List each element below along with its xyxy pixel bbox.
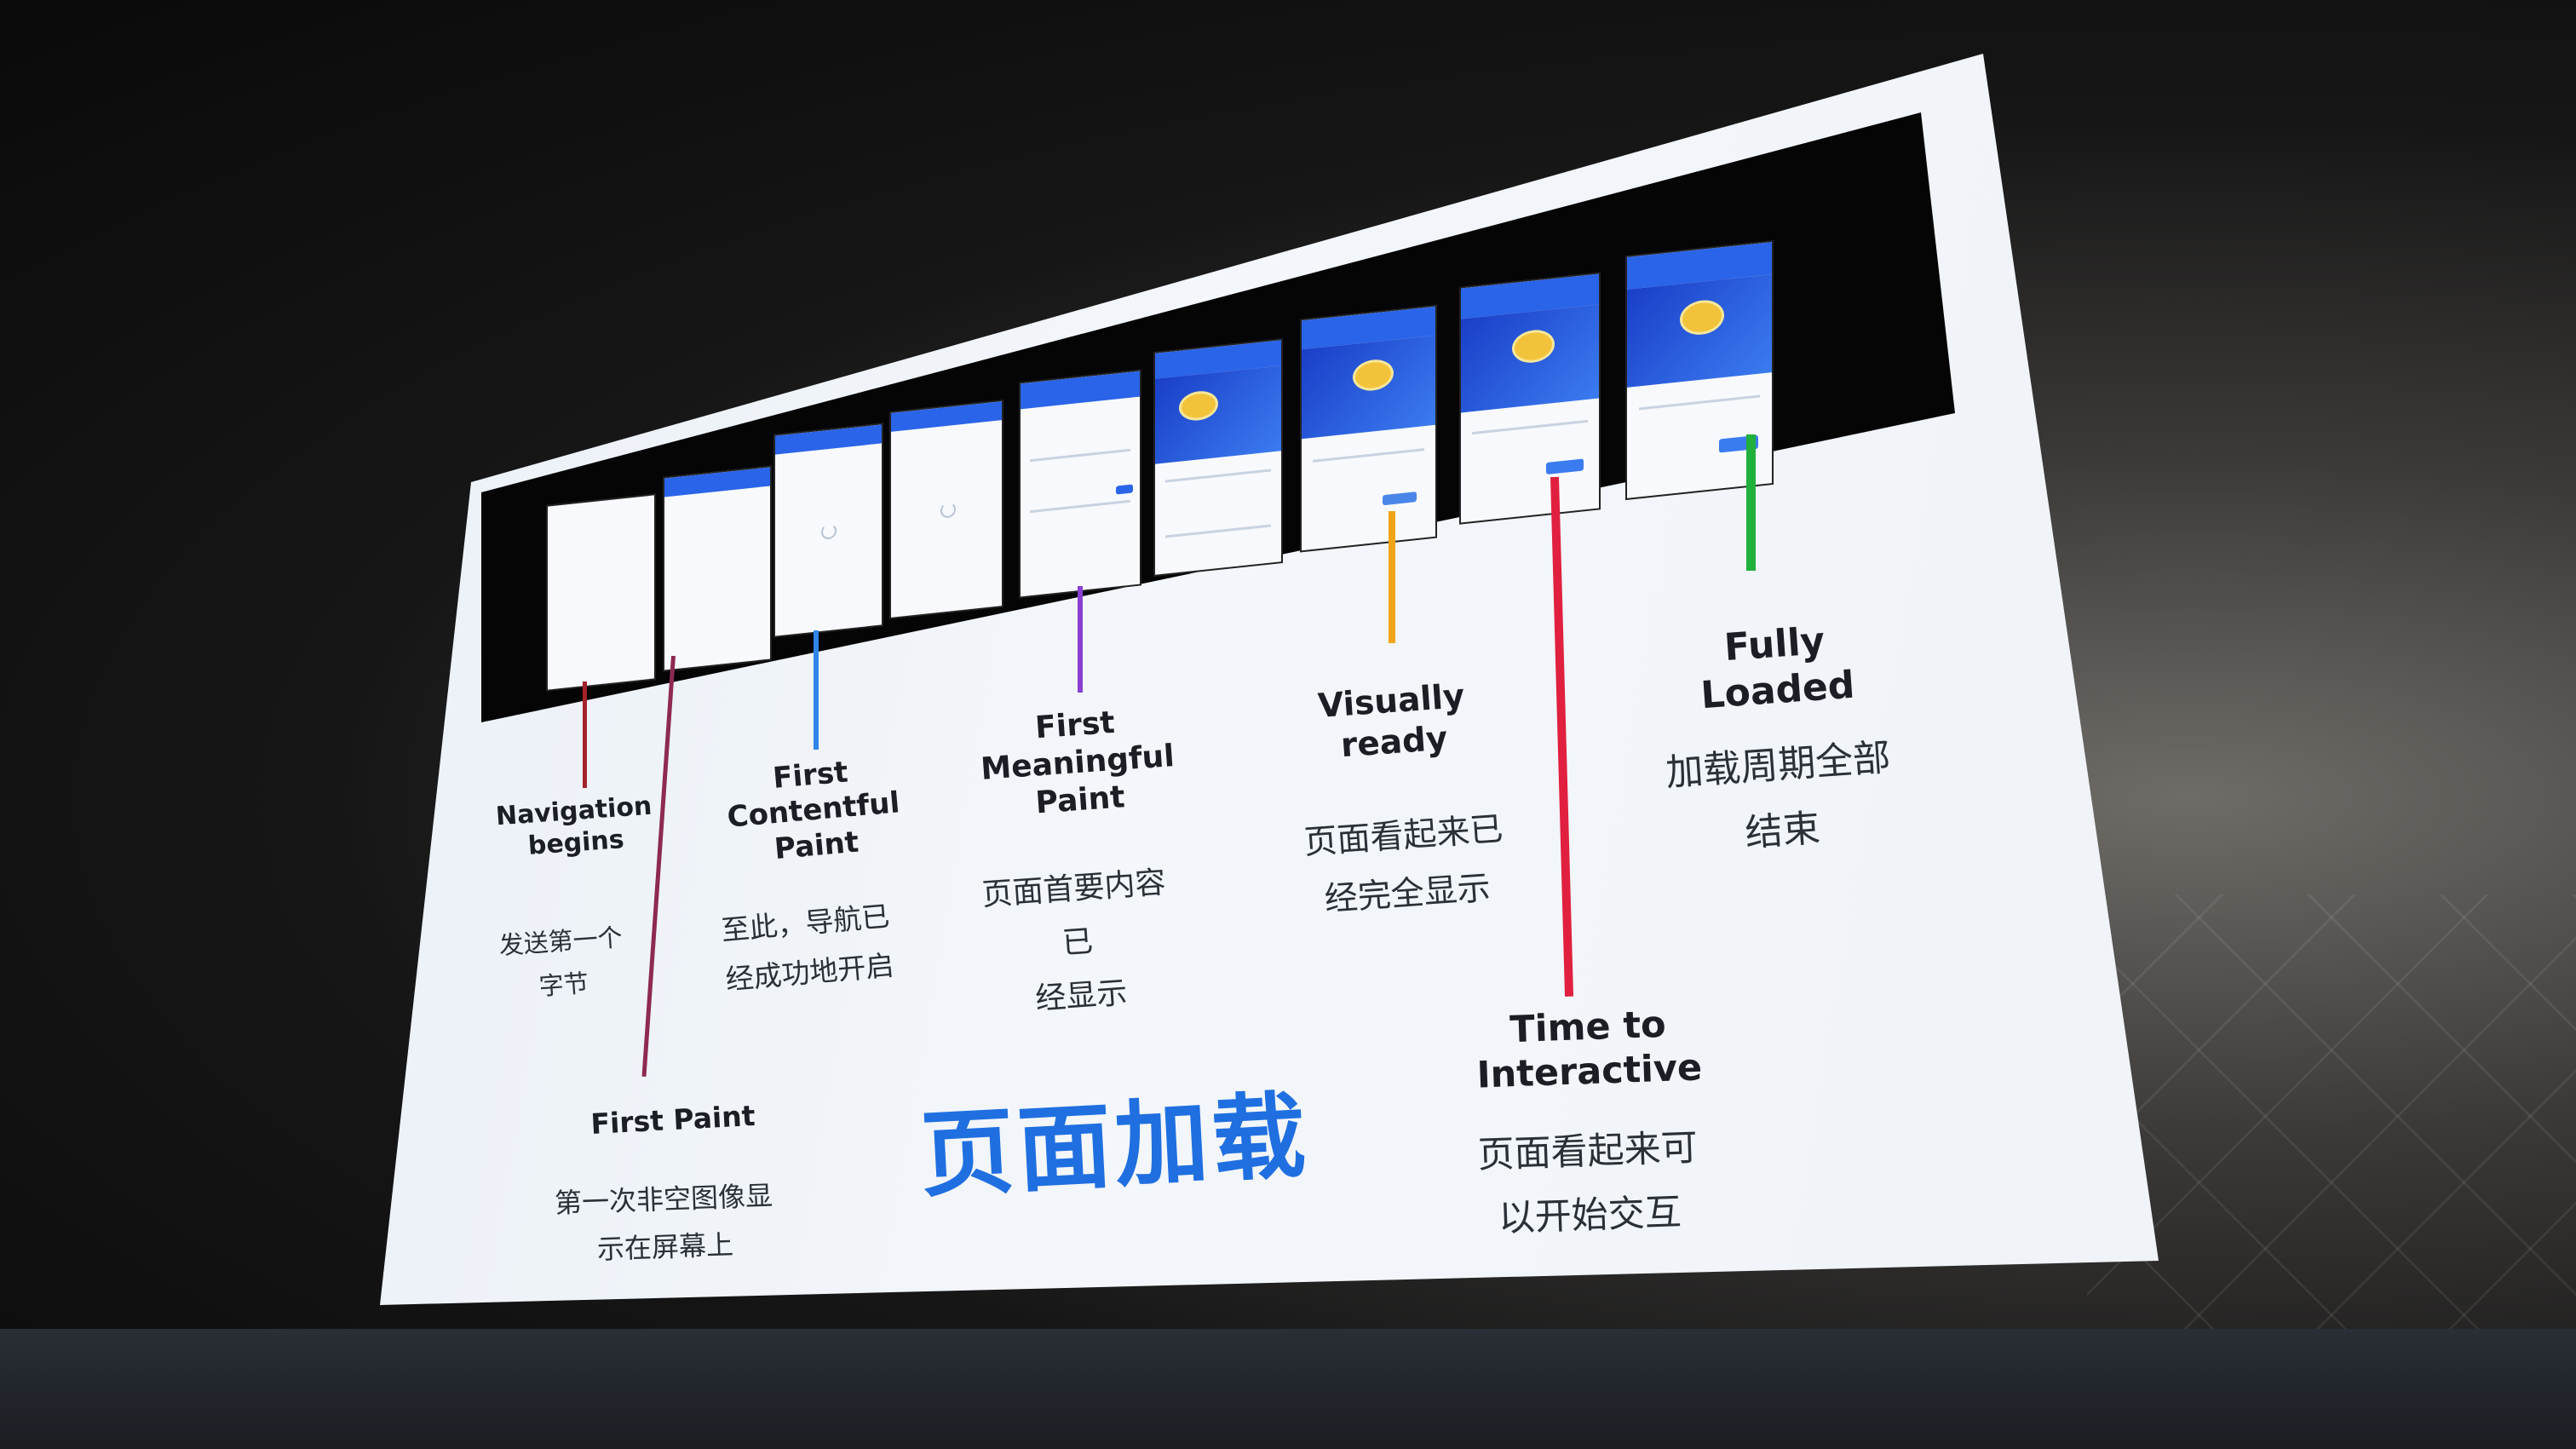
- desc-visually-ready: 页面看起来已 经完全显示: [1302, 809, 1504, 919]
- frame-partial-5: [1021, 371, 1140, 597]
- tick-first-paint: [641, 655, 676, 1077]
- desc-navigation-begins: 发送第一个 字节: [497, 923, 624, 1001]
- desc-time-to-interactive: 页面看起来可 以开始交互: [1476, 1126, 1699, 1240]
- slide-title: 页面加载: [917, 1081, 1312, 1210]
- label-first-contentful-paint: First Contentful Paint: [726, 755, 901, 867]
- tick-visually-ready: [1389, 511, 1395, 643]
- label-first-meaningful-paint: First Meaningful Paint: [980, 704, 1176, 821]
- tick-first-contentful-paint: [814, 630, 819, 750]
- label-first-paint: First Paint: [589, 1098, 756, 1141]
- tick-first-meaningful-paint: [1078, 586, 1083, 693]
- label-time-to-interactive: Time to Interactive: [1475, 1003, 1703, 1098]
- frame-appbar-2: [664, 467, 770, 670]
- desc-first-contentful-paint: 至此，导航已 经成功地开启: [720, 899, 895, 997]
- desc-fully-loaded: 加载周期全部 结束: [1664, 735, 1892, 855]
- frame-spinner-3: [775, 424, 882, 636]
- desc-first-paint: 第一次非空图像显 示在屏幕上: [554, 1179, 773, 1266]
- frame-banner-6: [1155, 340, 1281, 575]
- label-visually-ready: Visually ready: [1316, 677, 1466, 765]
- frame-blank-1: [548, 495, 654, 690]
- frame-banner-8: [1461, 273, 1599, 523]
- wall-pattern: [2087, 894, 2576, 1337]
- label-fully-loaded: Fully Loaded: [1699, 619, 1856, 717]
- stage-floor: [0, 1329, 2576, 1449]
- label-navigation-begins: Navigation begins: [494, 791, 653, 861]
- tick-navigation-begins: [583, 681, 587, 788]
- frame-spinner-4: [891, 401, 1002, 618]
- desc-first-meaningful-paint: 页面首要内容已 经显示: [980, 865, 1167, 1017]
- tick-time-to-interactive: [1550, 476, 1574, 997]
- tick-fully-loaded: [1746, 434, 1756, 571]
- frame-banner-7: [1302, 306, 1435, 551]
